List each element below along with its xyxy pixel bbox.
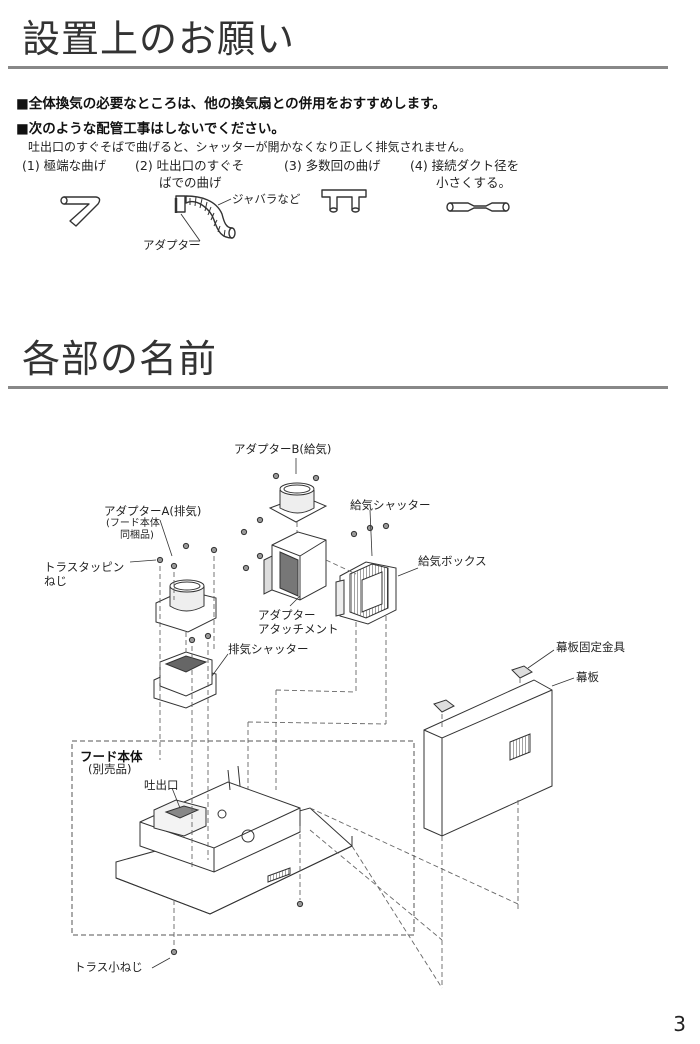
case-2: (2) 吐出口のすぐそ ばでの曲げ [135,158,245,190]
label-adapter-b: アダプターB(給気) [234,442,332,456]
label-truss-small-screw: トラス小ねじ [74,960,143,974]
piping-illustrations [60,189,510,242]
adapter-a [155,579,217,633]
adapter-b [268,482,328,523]
page-number: 3 [673,1012,686,1036]
case-4: (4) 接続ダクト径を 小さくする。 [410,158,520,190]
curtain-bracket-1 [433,699,455,713]
notice-piping: ■次のような配管工事はしないでください。 [16,121,285,137]
label-outlet: 吐出口 [144,778,179,792]
label-supply-box: 給気ボックス [418,554,487,568]
label-adapter-attachment-1: アダプター [258,608,316,622]
curtain-board [423,679,553,837]
section-title-installation: 設置上のお願い [22,17,296,61]
case-1: (1) 極端な曲げ [22,158,107,173]
label-adapter: アダプター [143,238,201,252]
label-adapter-a-note1: (フード本体 [106,518,160,529]
label-hood-body: フード本体 [80,749,143,764]
supply-box [335,561,397,625]
curtain-bracket-2 [511,665,533,679]
label-truss-tapping: トラスタッピン [44,560,125,574]
screws [156,472,390,956]
section-title-parts: 各部の名前 [22,337,218,381]
notice-ventilation: ■全体換気の必要なところは、他の換気扇との併用をおすすめします。 [16,96,446,112]
multi-bend-pipe [321,189,367,211]
case-3: (3) 多数回の曲げ [284,158,381,173]
label-adapter-a: アダプターA(排気) [104,504,202,518]
label-hood-body-note: (別売品) [88,762,132,776]
label-adapter-attachment-2: アタッチメント [258,622,339,636]
label-supply-shutter: 給気シャッター [350,498,431,512]
label-adapter-a-note2: 同梱品) [120,530,154,541]
adapter-attachment [263,531,327,601]
label-exhaust-shutter: 排気シャッター [228,642,309,656]
title-rule-2 [8,386,668,389]
label-curtain-board: 幕板 [576,670,599,684]
exhaust-shutter [153,651,217,709]
sharp-bend-pipe [63,196,101,227]
label-bellows: ジャバラなど [232,192,301,206]
piping-subnote: 吐出口のすぐそばで曲げると、シャッターが開かなくなり正しく排気されません。 [28,140,472,154]
label-curtain-bracket: 幕板固定金具 [556,640,625,654]
label-truss-tapping-2: ねじ [44,574,67,588]
hood-body [115,765,353,915]
title-rule [8,66,668,69]
hood-body-frame [71,740,415,936]
